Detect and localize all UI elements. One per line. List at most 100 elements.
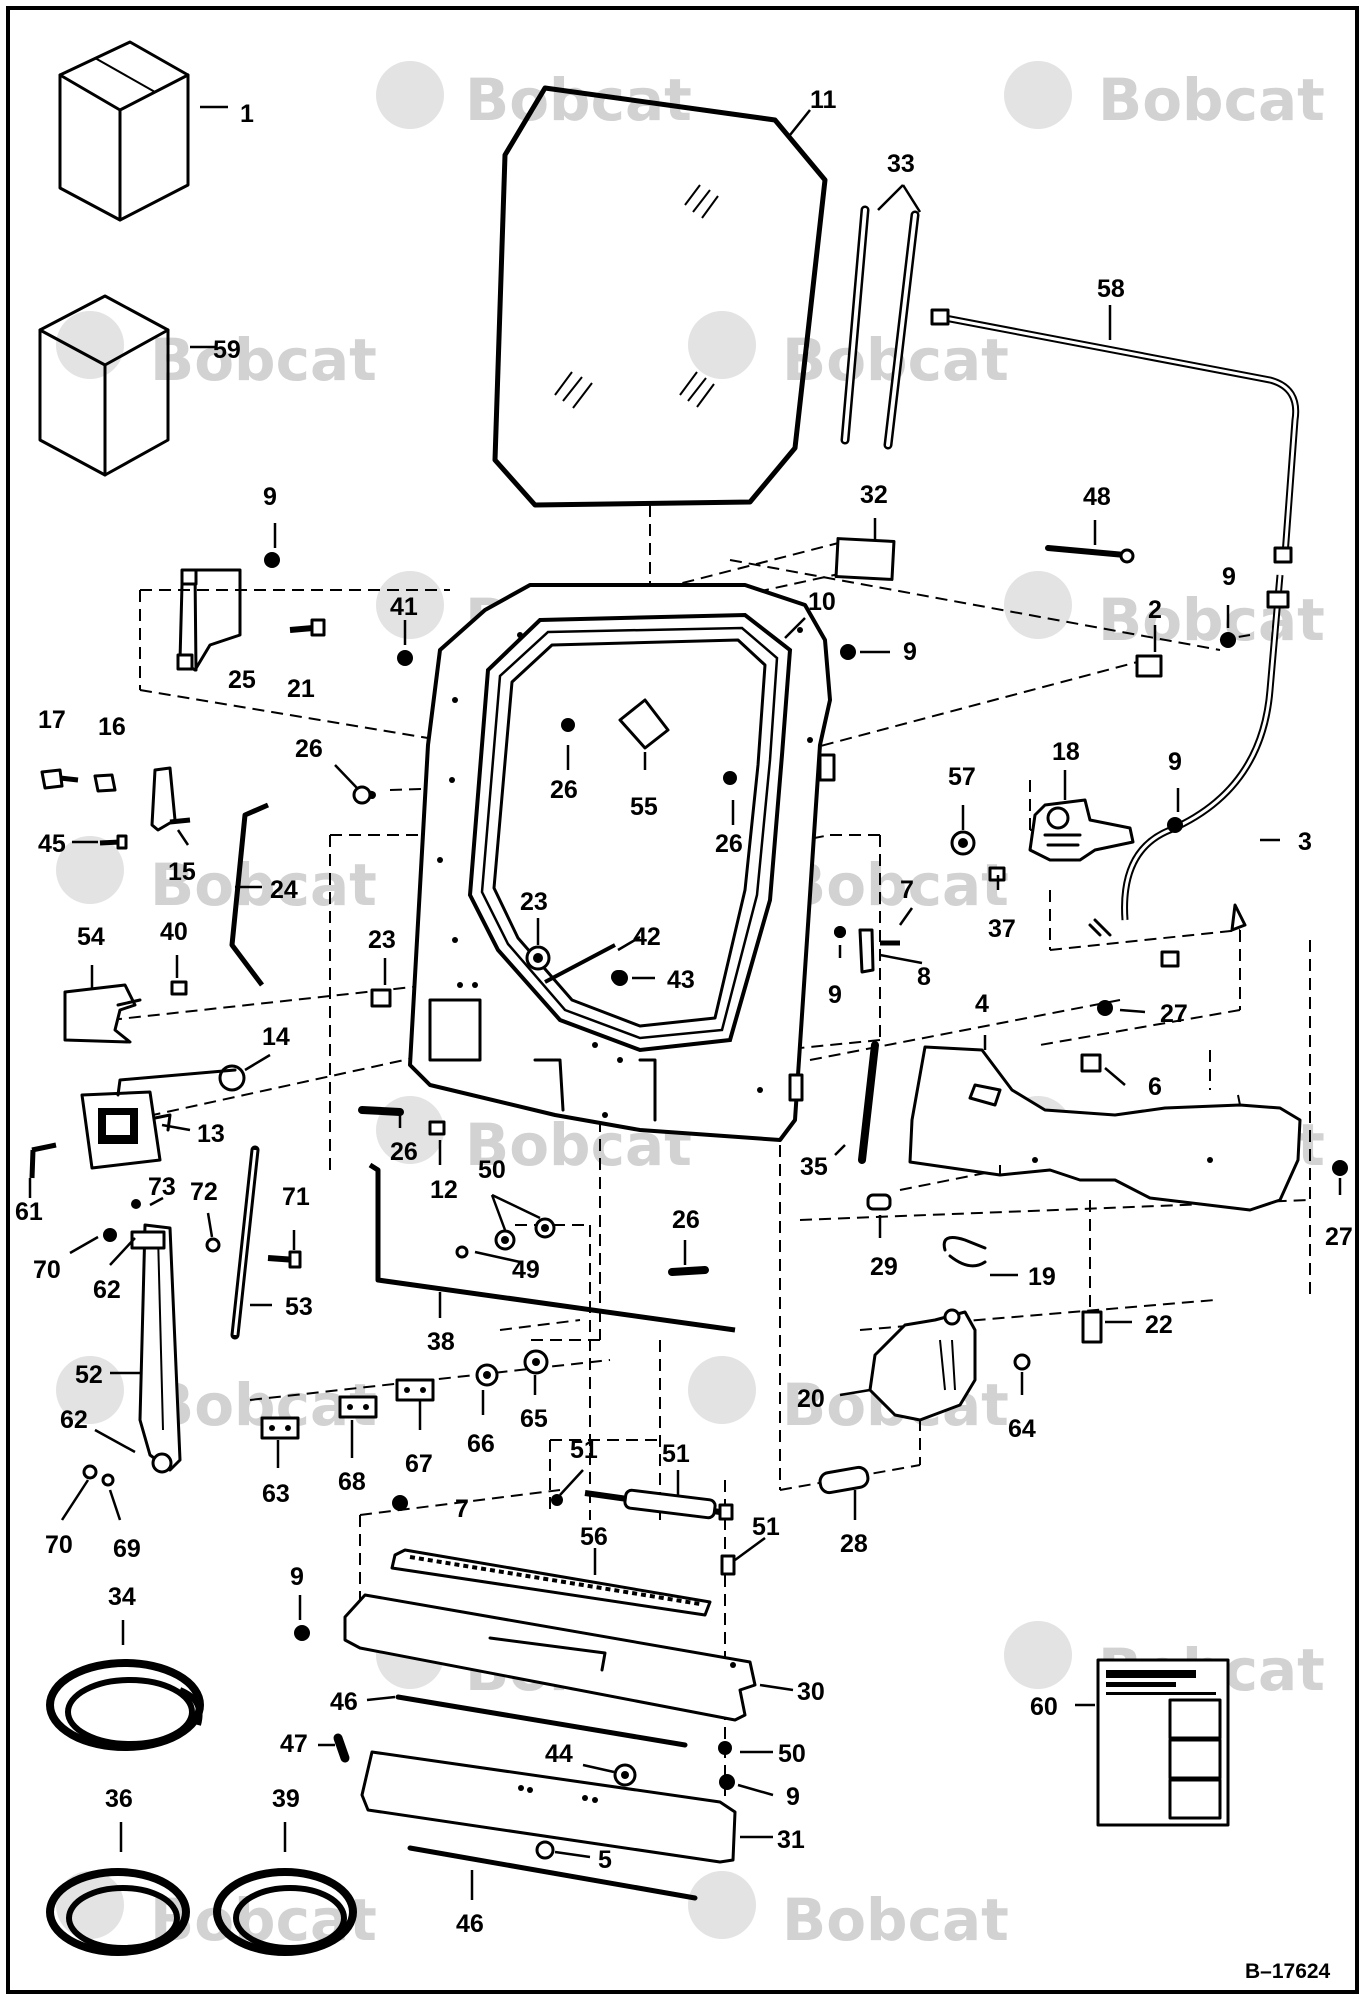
part-20-washer-reservoir bbox=[868, 1308, 977, 1422]
callout-31: 31 bbox=[777, 1826, 805, 1854]
callout-17: 17 bbox=[38, 706, 66, 734]
callout-68: 68 bbox=[338, 1468, 366, 1496]
part-30-step-plate bbox=[343, 1593, 757, 1722]
callout-43: 43 bbox=[667, 966, 695, 994]
leader-lines bbox=[28, 105, 1342, 1900]
callout-34: 34 bbox=[108, 1583, 136, 1611]
part-65-washer-hole bbox=[532, 1358, 540, 1366]
callout-57: 57 bbox=[948, 763, 976, 791]
part-13-14-door-handle bbox=[80, 1064, 246, 1170]
callout-65: 65 bbox=[520, 1405, 548, 1433]
callout-72: 72 bbox=[190, 1178, 218, 1206]
callout-9: 9 bbox=[1222, 563, 1236, 591]
svg-text:Bobcat: Bobcat bbox=[1098, 66, 1325, 134]
callout-25: 25 bbox=[228, 666, 256, 694]
callout-37: 37 bbox=[988, 915, 1016, 943]
callout-48: 48 bbox=[1083, 483, 1111, 511]
callout-14: 14 bbox=[262, 1023, 290, 1051]
part-63-67-68-brackets bbox=[260, 1378, 435, 1440]
callout-50: 50 bbox=[778, 1740, 806, 1768]
callout-21: 21 bbox=[287, 675, 315, 703]
callout-39: 39 bbox=[272, 1785, 300, 1813]
part-60-decal-sheet bbox=[1096, 1658, 1230, 1827]
part-28-spacer bbox=[818, 1465, 870, 1495]
callout-73: 73 bbox=[148, 1173, 176, 1201]
callout-45: 45 bbox=[38, 830, 66, 858]
part-36-seal-coil bbox=[46, 1868, 190, 1956]
callout-16: 16 bbox=[98, 713, 126, 741]
callout-1: 1 bbox=[240, 100, 254, 128]
callout-4: 4 bbox=[975, 990, 989, 1018]
callout-8: 8 bbox=[917, 963, 931, 991]
callout-63: 63 bbox=[262, 1480, 290, 1508]
callout-44: 44 bbox=[545, 1740, 573, 1768]
svg-text:Bobcat: Bobcat bbox=[150, 851, 377, 919]
callout-9: 9 bbox=[290, 1563, 304, 1591]
part-26-bolts bbox=[352, 785, 709, 1276]
part-6-switch bbox=[1080, 1053, 1102, 1073]
callout-9: 9 bbox=[786, 1783, 800, 1811]
part-73-washer bbox=[131, 1199, 141, 1209]
svg-text:Bobcat: Bobcat bbox=[465, 66, 692, 134]
part-69-washer bbox=[101, 1473, 115, 1487]
callout-11: 11 bbox=[810, 86, 837, 114]
callout-3: 3 bbox=[1298, 828, 1312, 856]
callout-67: 67 bbox=[405, 1450, 433, 1478]
callout-46: 46 bbox=[330, 1688, 358, 1716]
watermark-logo: Bobcat bbox=[56, 836, 377, 919]
callout-24: 24 bbox=[270, 876, 298, 904]
callout-19: 19 bbox=[1028, 1263, 1056, 1291]
callout-10: 10 bbox=[808, 588, 836, 616]
part-24-rod bbox=[229, 802, 269, 987]
part-64-o-ring bbox=[1013, 1353, 1031, 1371]
callout-18: 18 bbox=[1052, 738, 1080, 766]
part-23-42-43 bbox=[370, 943, 625, 1008]
callout-70: 70 bbox=[33, 1256, 61, 1284]
callout-15: 15 bbox=[168, 858, 196, 886]
part-11-door-glass bbox=[492, 85, 828, 508]
part-61-screw bbox=[29, 1142, 57, 1179]
callout-70: 70 bbox=[45, 1531, 73, 1559]
callout-20: 20 bbox=[797, 1385, 825, 1413]
part-2-clip bbox=[1135, 654, 1163, 678]
part-35-strip bbox=[858, 1041, 879, 1164]
callout-51: 51 bbox=[662, 1440, 690, 1468]
callout-40: 40 bbox=[160, 918, 188, 946]
part-1-box bbox=[58, 40, 190, 222]
part-39-seal-coil bbox=[213, 1868, 357, 1956]
callout-23: 23 bbox=[368, 926, 396, 954]
document-id: B–17624 bbox=[1245, 1960, 1331, 1983]
callout-61: 61 bbox=[15, 1198, 43, 1226]
callout-9: 9 bbox=[828, 981, 842, 1009]
callout-55: 55 bbox=[630, 793, 658, 821]
callout-35: 35 bbox=[800, 1153, 828, 1181]
callout-38: 38 bbox=[427, 1328, 455, 1356]
part-29-spacer bbox=[866, 1193, 892, 1211]
callout-9: 9 bbox=[263, 483, 277, 511]
callout-7: 7 bbox=[900, 876, 914, 904]
callout-59: 59 bbox=[213, 336, 241, 364]
part-44-nut-hole bbox=[621, 1771, 629, 1779]
part-19-clamp bbox=[942, 1236, 987, 1268]
callout-labels: 1 59 11 33 58 9 25 21 32 48 41 10 9 9 2 … bbox=[15, 86, 1353, 1938]
part-46-rod-upper bbox=[395, 1694, 688, 1748]
callout-46: 46 bbox=[456, 1910, 484, 1938]
callout-7: 7 bbox=[455, 1495, 469, 1523]
callout-29: 29 bbox=[870, 1253, 898, 1281]
part-56-grille bbox=[390, 1548, 712, 1617]
callout-51: 51 bbox=[752, 1513, 780, 1541]
part-32-decal bbox=[834, 537, 896, 581]
callout-49: 49 bbox=[512, 1256, 540, 1284]
part-71-screw bbox=[267, 1250, 302, 1269]
callout-12: 12 bbox=[430, 1176, 458, 1204]
callout-56: 56 bbox=[580, 1523, 608, 1551]
watermark-logo: Bobcat bbox=[1004, 61, 1325, 134]
callout-64: 64 bbox=[1008, 1415, 1036, 1443]
part-54-bracket bbox=[63, 983, 142, 1044]
part-18-wiper-motor bbox=[1028, 798, 1135, 862]
watermark-logo: Bobcat bbox=[376, 61, 692, 134]
callout-27: 27 bbox=[1160, 1000, 1188, 1028]
part-21-bolt bbox=[289, 618, 326, 637]
part-58-wiper-cable bbox=[930, 308, 1300, 564]
